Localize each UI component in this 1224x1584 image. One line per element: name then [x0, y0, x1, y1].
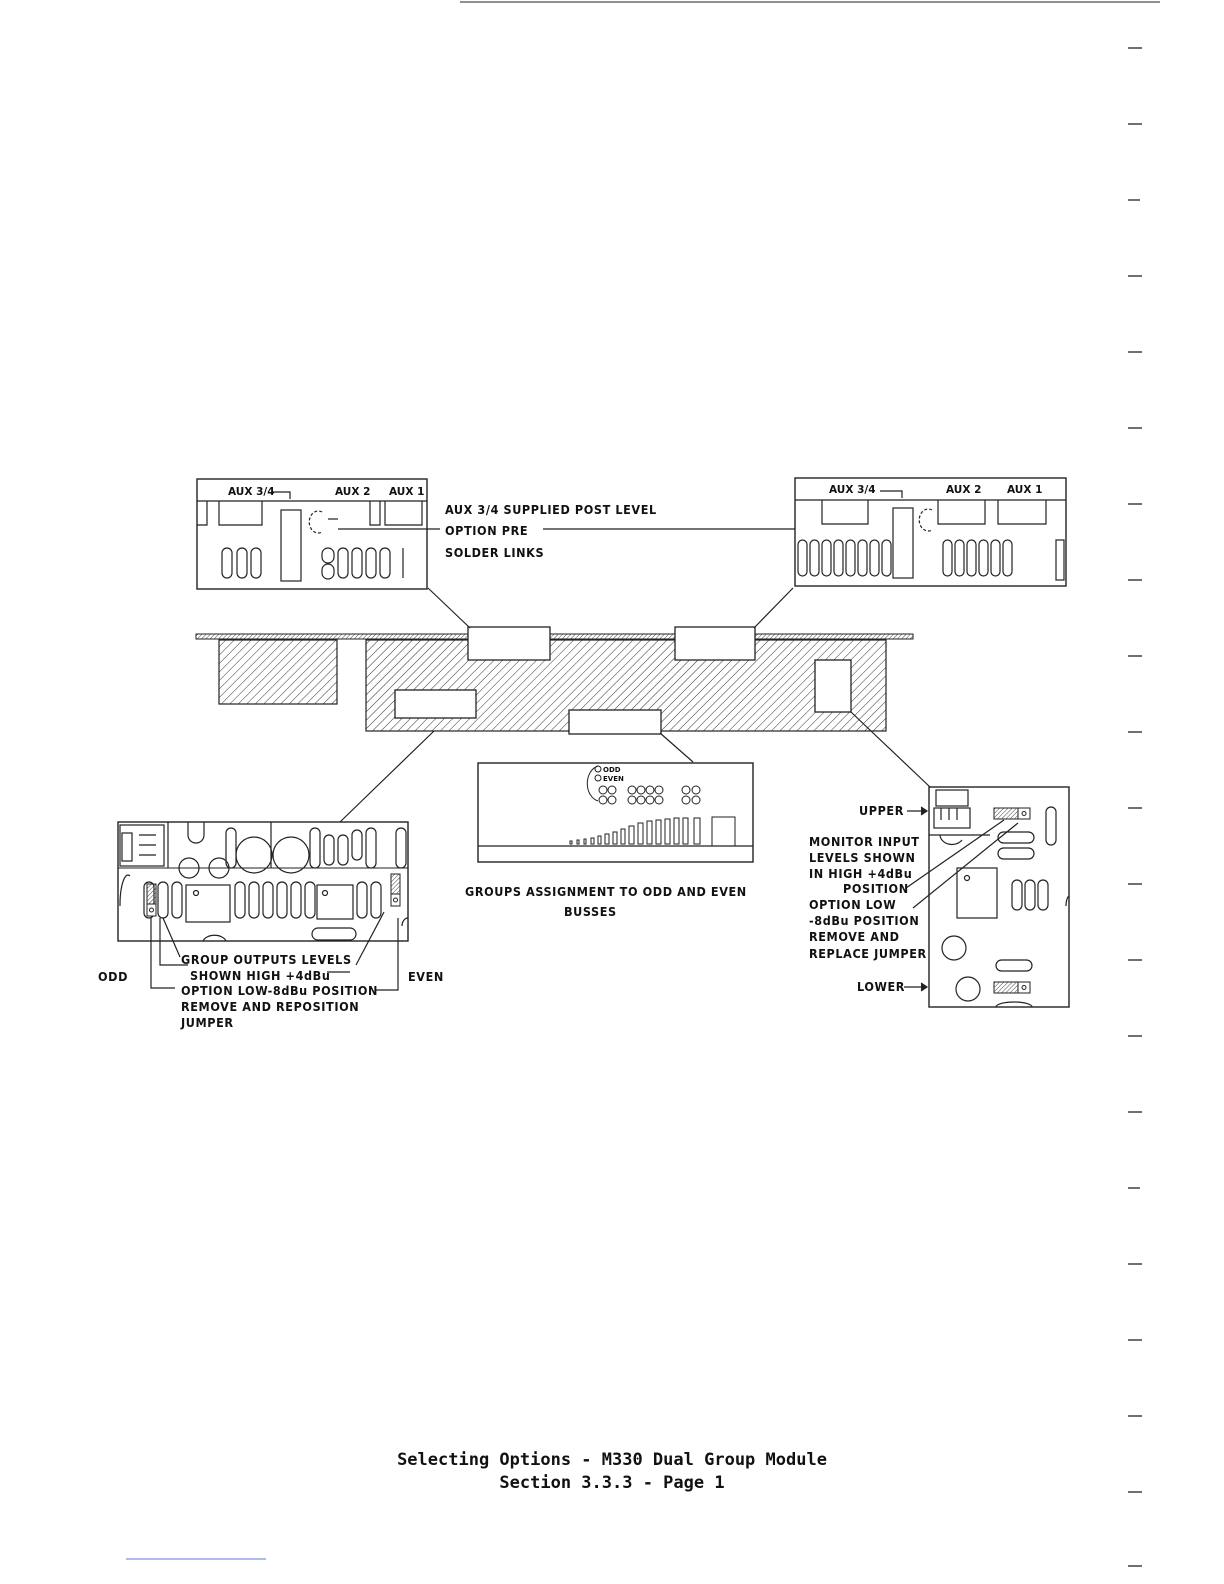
monitor-callout-line7: REMOVE AND [809, 929, 900, 944]
aux-inset-left: AUX 3/4 AUX 2 AUX 1 [196, 478, 428, 590]
leader-lines [339, 587, 931, 823]
even-label-bus: EVEN [603, 775, 624, 783]
monitor-input-inset: UPPER LOWER MONITOR INPUT LEVELS SHOWN I… [809, 786, 1070, 1008]
upper-label: UPPER [859, 803, 904, 818]
monitor-callout-line5: OPTION LOW [809, 897, 896, 912]
monitor-callout-line6: -8dBu POSITION [809, 913, 919, 928]
aux-callout-line1: AUX 3/4 SUPPLIED POST LEVEL [445, 502, 657, 517]
group-callout-line4: REMOVE AND REPOSITION [181, 999, 359, 1014]
lower-label: LOWER [857, 979, 905, 994]
monitor-callout-line4: POSITION [843, 881, 909, 896]
aux2-label-left: AUX 2 [335, 486, 370, 498]
aux34-label-right: AUX 3/4 [829, 484, 876, 496]
aux-callout-line2: OPTION PRE [445, 523, 528, 538]
group-callout-line5: JUMPER [180, 1015, 234, 1030]
aux-callout: AUX 3/4 SUPPLIED POST LEVEL OPTION PRE S… [338, 502, 925, 560]
monitor-callout-line8: REPLACE JUMPER [809, 946, 927, 961]
monitor-callout-line1: MONITOR INPUT [809, 834, 920, 849]
footer-section: Section 3.3.3 - Page 1 [499, 1473, 725, 1493]
scan-marks [126, 1, 1160, 1567]
bus-caption-line2: BUSSES [564, 904, 617, 919]
group-even-label: EVEN [408, 969, 444, 984]
group-odd-label: ODD [98, 969, 128, 984]
bus-caption-line1: GROUPS ASSIGNMENT TO ODD AND EVEN [465, 884, 747, 899]
odd-label-bus: ODD [603, 766, 621, 774]
aux-inset-right: AUX 3/4 AUX 2 AUX 1 [794, 477, 1067, 587]
group-callout-line1: GROUP OUTPUTS LEVELS [181, 952, 352, 967]
aux34-label-left: AUX 3/4 [228, 486, 275, 498]
footer-title: Selecting Options - M330 Dual Group Modu… [397, 1450, 827, 1470]
aux2-label-right: AUX 2 [946, 484, 981, 496]
aux-callout-line3: SOLDER LINKS [445, 545, 544, 560]
bus-assign-inset: ODD EVEN GROUPS ASSIGNMENT TO ODD AND E [465, 762, 754, 919]
monitor-callout-line3: IN HIGH +4dBu [809, 866, 912, 881]
monitor-callout-line2: LEVELS SHOWN [809, 850, 916, 865]
group-callout-line3: OPTION LOW-8dBu POSITION [181, 983, 378, 998]
aux1-label-right: AUX 1 [1007, 484, 1042, 496]
module-board [195, 626, 914, 735]
group-output-inset: ODD EVEN GROUP OUTPUTS LEVELS SHOWN HIGH… [98, 821, 444, 1030]
aux1-label-left: AUX 1 [389, 486, 424, 498]
group-callout-line2: SHOWN HIGH +4dBu [190, 968, 330, 983]
